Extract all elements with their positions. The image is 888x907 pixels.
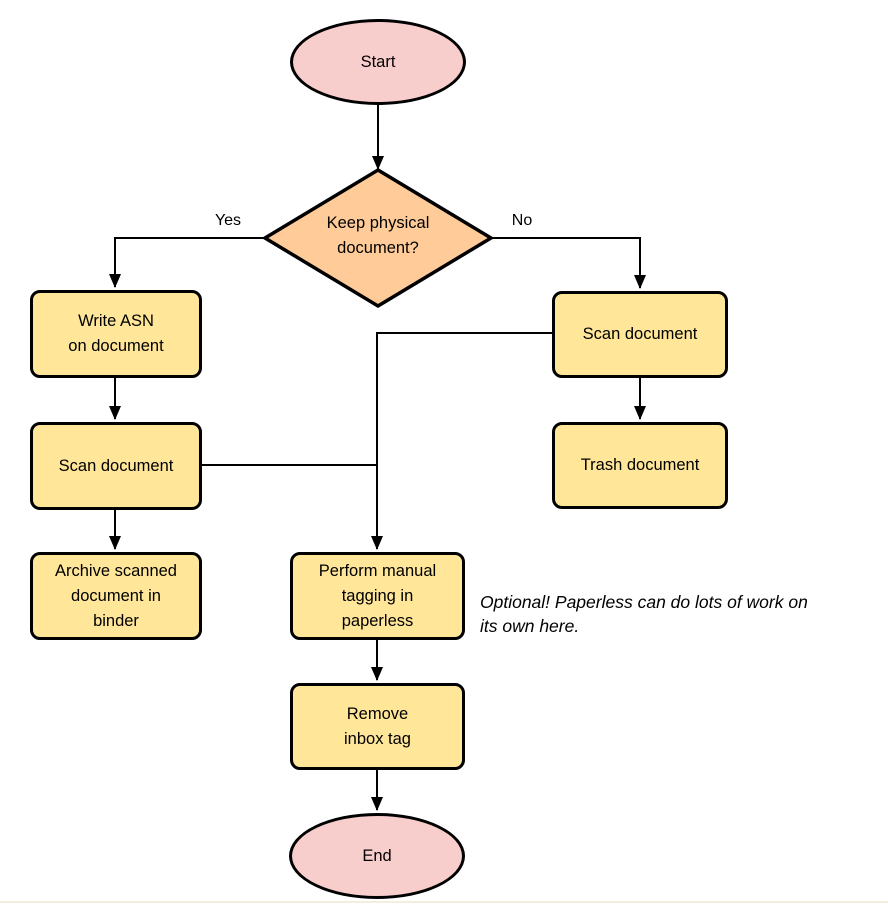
edge-label-no: No	[511, 212, 533, 229]
archive-node: Archive scanned document in binder	[30, 552, 202, 640]
optional-annotation-text: Optional! Paperless can do lots of work …	[480, 592, 808, 636]
start-node-label: Start	[360, 52, 396, 71]
edge-decision-yes-to-write-asn	[109, 237, 265, 288]
write-asn-node-label: Write ASN on document	[68, 312, 164, 355]
edge-decision-no-to-scan-right	[491, 237, 646, 289]
decision-diamond-shape	[261, 167, 495, 309]
write-asn-node: Write ASN on document	[30, 290, 202, 378]
end-node: End	[289, 813, 465, 899]
trash-document-node-label: Trash document	[580, 456, 700, 474]
archive-node-label: Archive scanned document in binder	[55, 561, 177, 630]
scan-document-right-node: Scan document	[552, 291, 728, 378]
edge-label-yes: Yes	[214, 212, 242, 229]
bottom-edge-line	[0, 901, 888, 903]
manual-tagging-node-label: Perform manual tagging in paperless	[318, 561, 437, 630]
scan-document-left-node: Scan document	[30, 422, 202, 510]
decision-node-label: Keep physical document?	[326, 214, 430, 257]
scan-document-left-node-label: Scan document	[58, 456, 174, 475]
remove-inbox-tag-node: Remove inbox tag	[290, 683, 465, 770]
trash-document-node: Trash document	[552, 422, 728, 509]
manual-tagging-node: Perform manual tagging in paperless	[290, 552, 465, 640]
scan-document-right-node-label: Scan document	[582, 325, 698, 343]
end-node-label: End	[362, 846, 392, 865]
remove-inbox-tag-node-label: Remove inbox tag	[344, 704, 411, 748]
start-node: Start	[290, 19, 466, 105]
edge-scan-right-to-tagging	[371, 332, 552, 550]
